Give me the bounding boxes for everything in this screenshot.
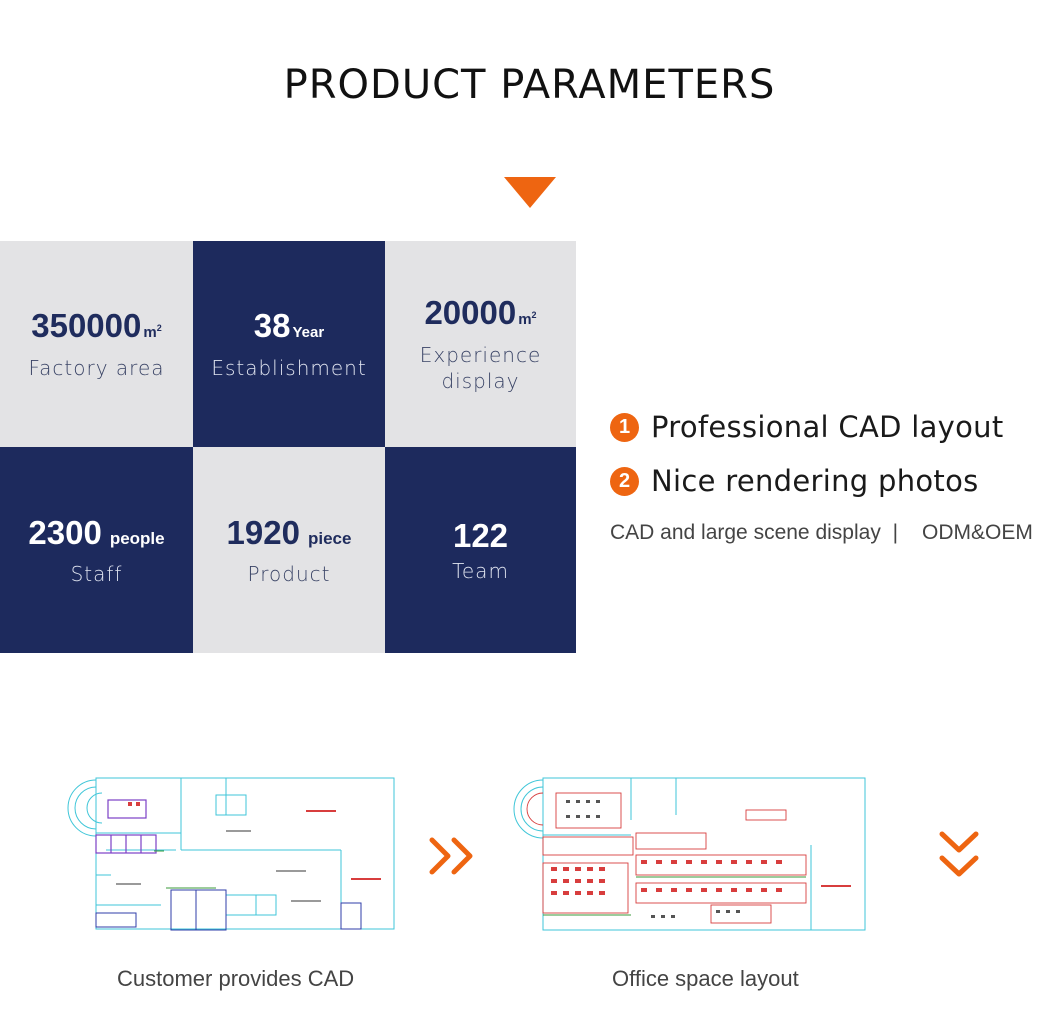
stat-unit: m [143,324,157,341]
step2-caption: Office space layout [612,966,799,991]
stat-unit-sup: 2 [156,323,162,333]
number-badge-icon: 2 [610,466,639,496]
double-chevron-right-icon [429,837,473,875]
stat-label: Team [452,558,509,583]
number-badge-icon: 1 [610,412,639,442]
cad-floor-plan-image [67,777,395,931]
feature-text: Nice rendering photos [651,464,979,498]
stat-unit: people [109,528,165,548]
feature-item: 2 Nice rendering photos [610,454,1004,508]
tagline: CAD and large scene display | ODM&OEM [610,521,1033,545]
stat-label: Establishment [211,356,367,380]
stat-label: Product [247,561,331,586]
double-chevron-down-icon [939,831,979,877]
stat-label: Factory area [28,356,165,380]
stat-label: Staff [70,561,123,586]
page-title: PRODUCT PARAMETERS [283,62,776,108]
feature-text: Professional CAD layout [651,410,1004,444]
stat-unit: m [518,311,532,328]
step1-caption: Customer provides CAD [117,966,355,991]
stat-team: 122 Team [385,447,576,653]
office-layout-plan-image [513,777,866,931]
feature-list: 1 Professional CAD layout 2 Nice renderi… [610,400,1004,508]
triangle-down-icon [504,177,556,208]
feature-item: 1 Professional CAD layout [610,400,1004,454]
tagline-left: CAD and large scene display [610,521,881,544]
stat-unit-sup: 2 [531,310,537,320]
tagline-separator: | [892,521,899,544]
stat-unit: Year [292,324,325,341]
tagline-right: ODM&OEM [921,521,1033,544]
stat-value: 122 [452,516,509,554]
stat-unit: piece [307,528,352,548]
